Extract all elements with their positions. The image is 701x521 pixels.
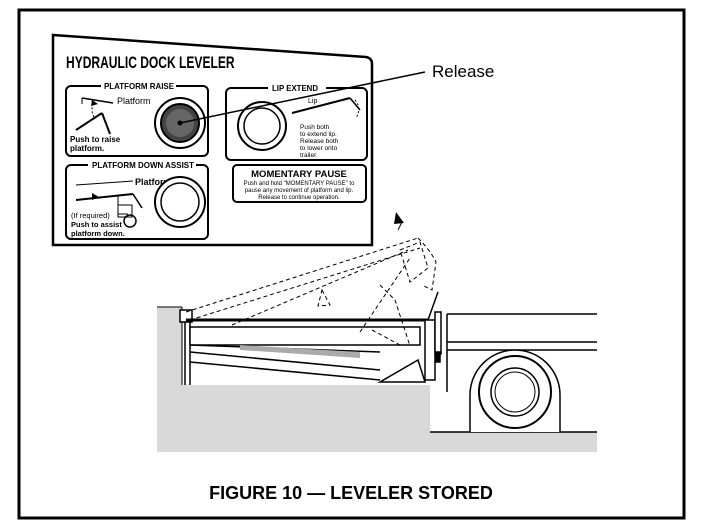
lip-extend-heading: LIP EXTEND xyxy=(272,83,318,93)
platform-raise-heading: PLATFORM RAISE xyxy=(104,81,174,91)
momentary-pause-line-2: pause any movement of platform and lip. xyxy=(245,188,354,194)
lip-extend-instruction-5: trailer. xyxy=(300,152,318,159)
platform-raise-section: PLATFORM RAISE Platform Push to raise pl… xyxy=(65,80,209,157)
platform-down-assist-section: PLATFORM DOWN ASSIST Platform (If requir… xyxy=(65,159,209,240)
platform-raise-instruction-1: Push to raise xyxy=(70,135,121,144)
release-callout: Release xyxy=(177,62,494,126)
platform-down-assist-instruction-1: (If required) xyxy=(71,211,110,220)
control-panel: HYDRAULIC DOCK LEVELER PLATFORM RAISE Pl… xyxy=(51,33,374,247)
platform-raise-instruction-2: platform. xyxy=(70,144,104,153)
platform-down-assist-heading: PLATFORM DOWN ASSIST xyxy=(92,160,195,170)
lip-extend-instruction-2: to extend lip. xyxy=(300,131,337,138)
figure-caption: FIGURE 10 — LEVELER STORED xyxy=(209,483,493,503)
platform-down-assist-instruction-2: Push to assist xyxy=(71,220,122,229)
lip-extend-section: LIP EXTEND Lip Push both to extend lip. … xyxy=(225,82,368,161)
momentary-pause-line-3: Release to continue operation. xyxy=(258,195,340,201)
lip-extend-instruction-4: to lower onto xyxy=(300,145,338,152)
raise-direction-arrow xyxy=(394,212,404,231)
lip-extend-instruction-1: Push both xyxy=(300,124,330,131)
lip-extend-instruction-3: Release both xyxy=(300,138,339,145)
trailer-wheel xyxy=(478,355,552,429)
raised-platform-dashed xyxy=(185,237,437,347)
platform-down-assist-instruction-3: platform down. xyxy=(71,229,125,238)
momentary-pause-heading: MOMENTARY PAUSE xyxy=(251,169,347,180)
platform-down-assist-platform-label: Platform xyxy=(135,177,172,187)
panel-title: HYDRAULIC DOCK LEVELER xyxy=(66,54,235,72)
momentary-pause-line-1: Push and hold "MOMENTARY PAUSE" to xyxy=(244,181,356,187)
momentary-pause-section: MOMENTARY PAUSE Push and hold "MOMENTARY… xyxy=(232,164,367,203)
release-label: Release xyxy=(432,62,494,81)
platform-raise-platform-label: Platform xyxy=(117,96,151,106)
leveler-body xyxy=(179,291,442,385)
lip-extend-lip-label: Lip xyxy=(308,98,317,105)
